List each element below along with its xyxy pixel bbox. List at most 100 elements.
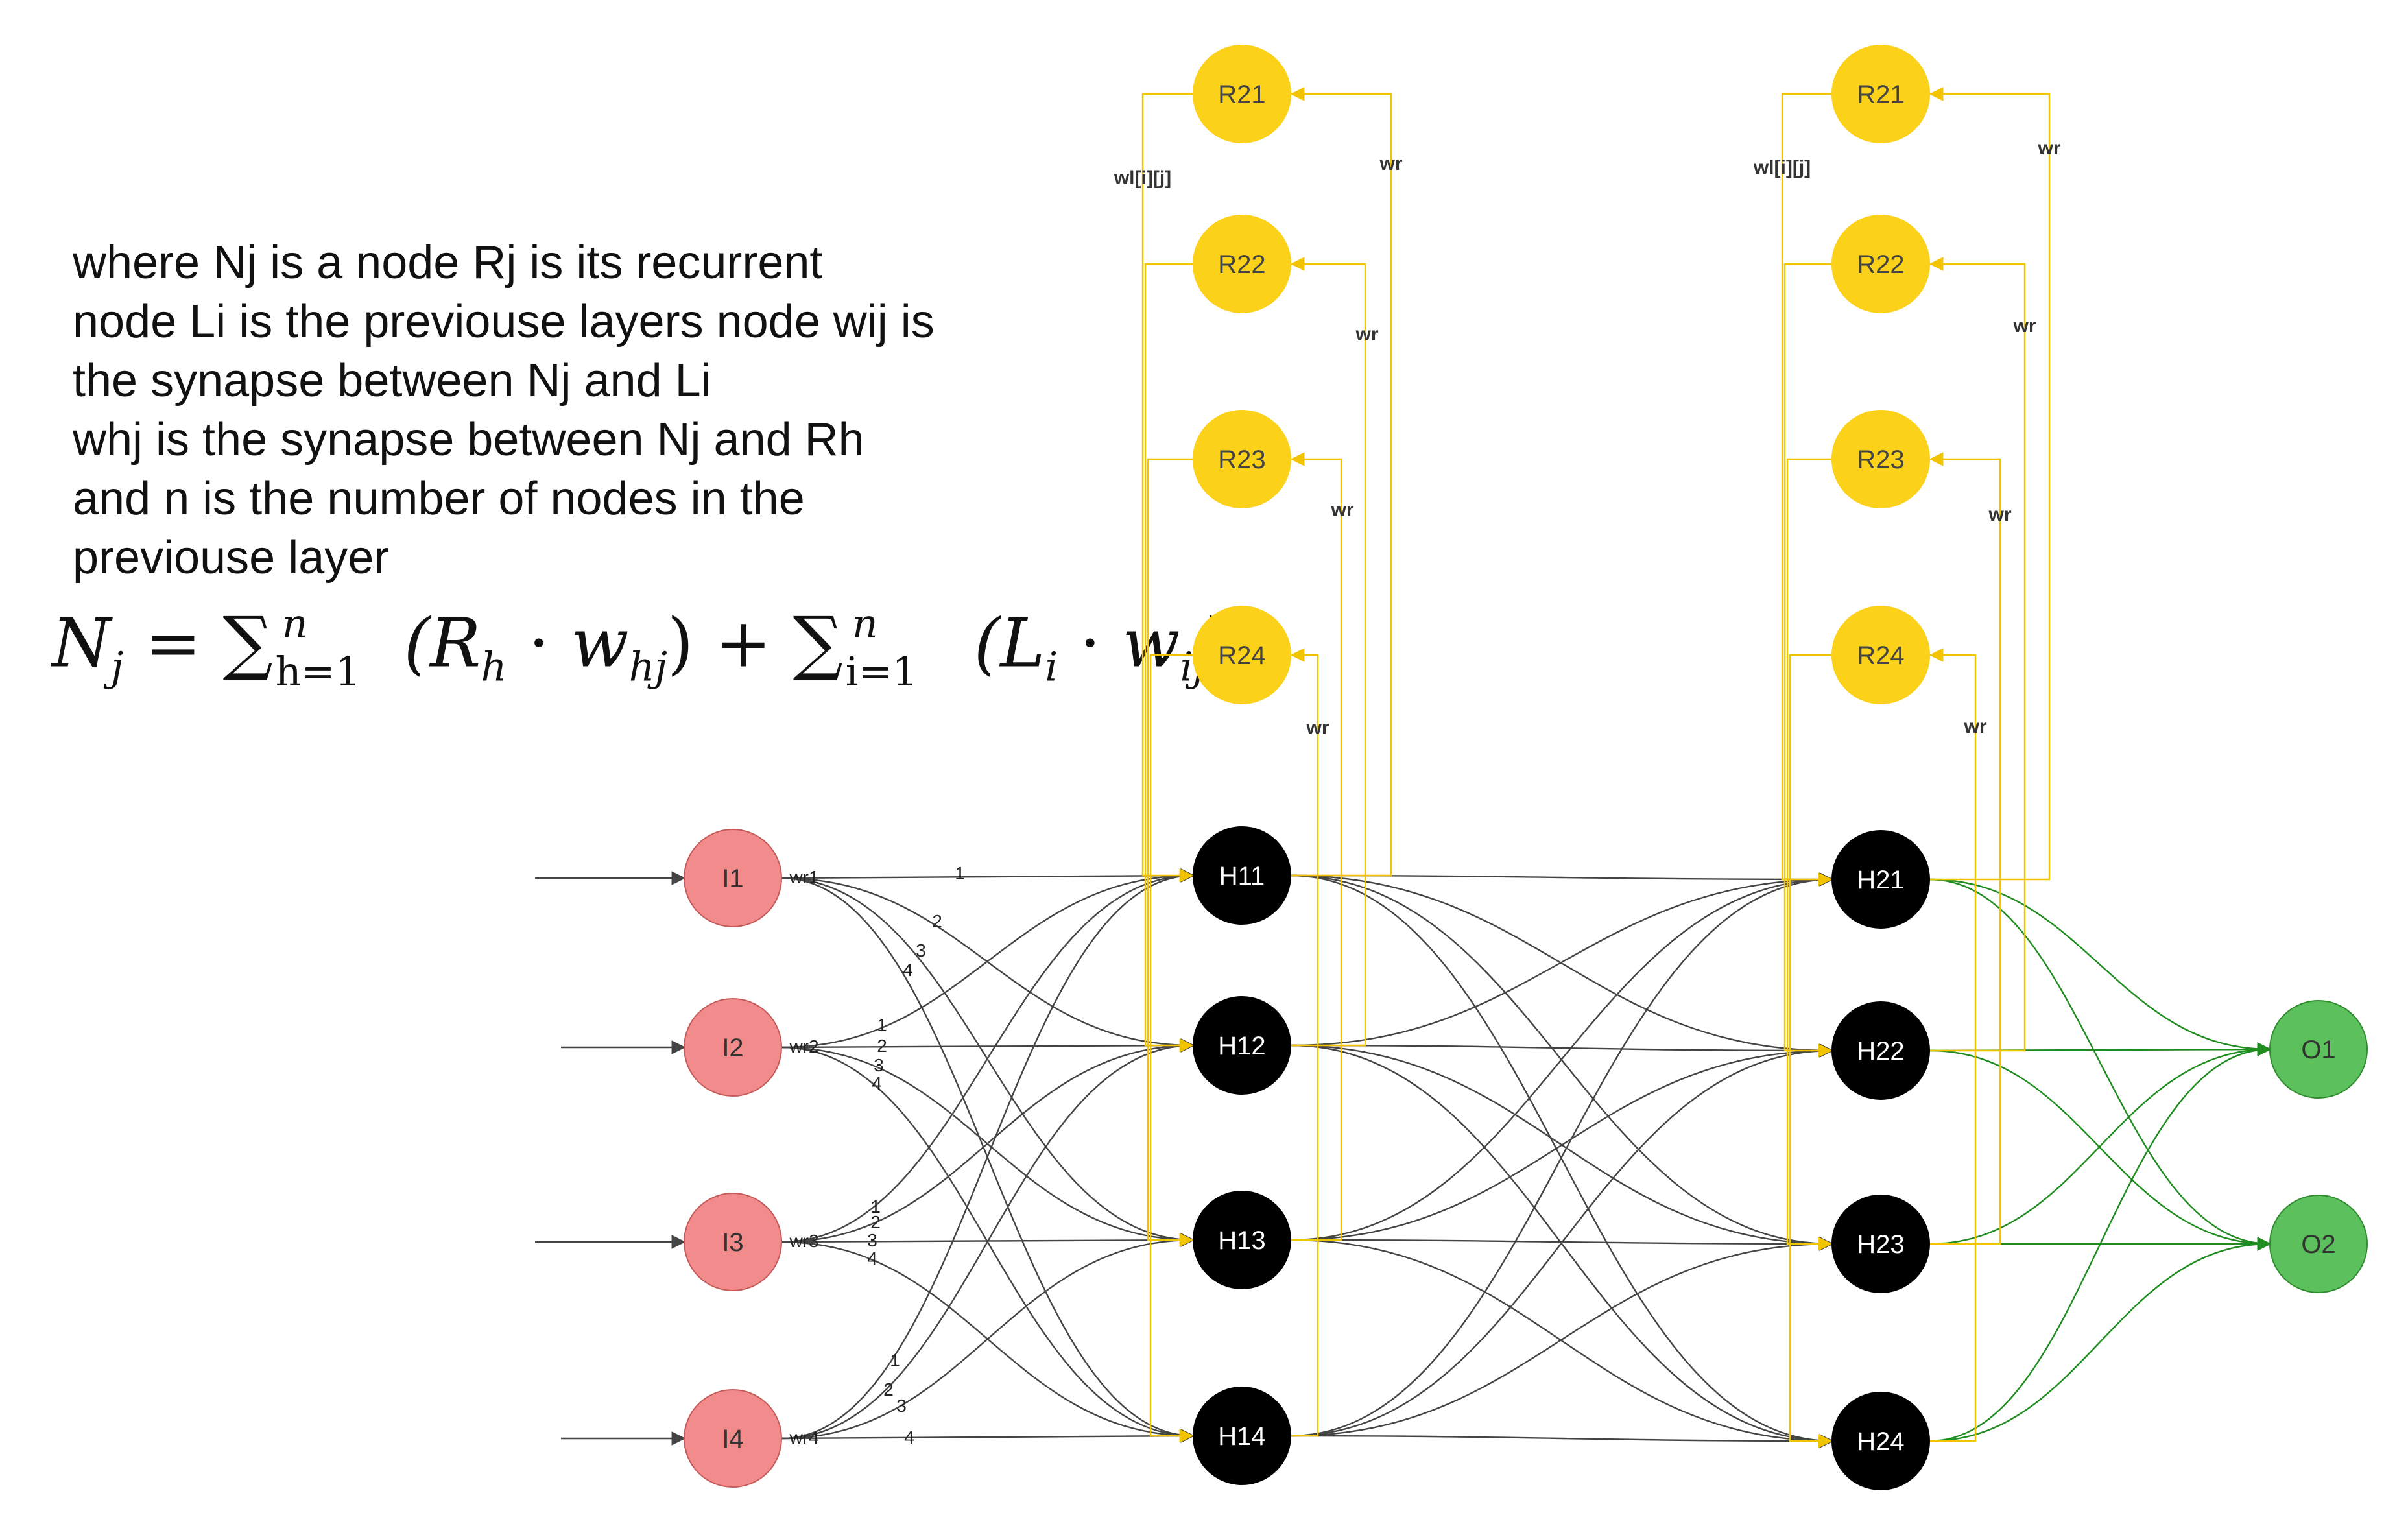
fan-index-label: 3 <box>916 940 926 960</box>
fan-index-label: 2 <box>870 1212 881 1232</box>
description-line: the synapse between Nj and Li <box>73 355 711 407</box>
fan-index-label: 3 <box>896 1396 907 1416</box>
recurrent-node-layer2-r22 <box>1831 215 1930 313</box>
input-node-i3-label: I3 <box>722 1228 743 1257</box>
input-hidden1-edge <box>781 868 1195 1049</box>
formula-dot-1: · <box>528 603 550 683</box>
formula-sum-1-upper: n <box>281 600 308 647</box>
layer2-recurrent-return <box>1789 654 1833 1448</box>
formula-term-1-sub: h <box>481 643 507 691</box>
hidden-node-h23-label: H23 <box>1857 1230 1904 1259</box>
formula-plus: + <box>715 603 772 683</box>
input-weight-label: wr1 <box>789 867 818 887</box>
layer1-recurrent-return <box>1147 458 1194 1247</box>
layer1-recurrent-return <box>1141 93 1194 883</box>
layer2-recurrent-feed <box>1929 648 1977 1442</box>
formula-lhs-sub: j <box>111 643 124 691</box>
input-hidden1-edge <box>781 868 1195 1243</box>
input-node-i3 <box>684 1193 782 1291</box>
hidden2-output-edge <box>1929 1237 2272 1442</box>
layer2-recurrent-return <box>1786 458 1833 1251</box>
hidden1-hidden2-edge <box>1290 1237 1834 1251</box>
recurrent-node-layer2-r23-label: R23 <box>1857 446 1904 474</box>
formula-sum-1-lower: h=1 <box>275 648 361 695</box>
input-weight-label: wr3 <box>789 1231 818 1251</box>
hidden-node-h21 <box>1831 830 1930 929</box>
hidden2-output-edge <box>1929 878 2272 1056</box>
hidden2-output-edge <box>1929 878 2272 1251</box>
input-hidden1-edge <box>781 1233 1195 1440</box>
formula-weight-1-sub: hj <box>628 643 667 691</box>
recurrent-node-layer1-r21-label: R21 <box>1218 80 1265 109</box>
hidden1-hidden2-edge <box>1290 1237 1834 1437</box>
fan-index-label: 1 <box>890 1350 900 1370</box>
description-line: node Li is the previouse layers node wij… <box>73 296 935 348</box>
fan-index-label: 4 <box>903 960 913 980</box>
fan-index-label: 3 <box>874 1055 884 1075</box>
formula-sum-2: ∑ <box>793 602 843 684</box>
hidden-node-h13-label: H13 <box>1218 1226 1265 1255</box>
recurrent-node-layer1-r23-label: R23 <box>1218 446 1265 474</box>
fan-index-label: 4 <box>867 1248 877 1269</box>
edges-layer <box>535 87 2272 1448</box>
input-weight-label: wr2 <box>789 1036 818 1056</box>
formula: Nj = ∑nh=1(Rh · whj) + ∑ni=1(Li · wij) <box>52 600 1232 697</box>
hidden-node-h22 <box>1831 1001 1930 1100</box>
fan-index-label: 2 <box>932 911 942 931</box>
hidden1-hidden2-edge <box>1290 1043 1834 1437</box>
hidden-node-h12-label: H12 <box>1218 1032 1265 1060</box>
hidden1-hidden2-edge <box>1290 1043 1834 1058</box>
fan-index-label: 2 <box>877 1036 887 1056</box>
recurrent-weight-label: wr <box>2012 315 2036 337</box>
formula-lhs: N <box>52 603 111 683</box>
hidden-node-h13 <box>1193 1191 1291 1289</box>
recurrent-node-layer2-r23 <box>1831 410 1930 508</box>
output-node-o1 <box>2269 1000 2368 1099</box>
recurrent-node-layer1-r22-label: R22 <box>1218 250 1265 279</box>
input-node-i1-label: I1 <box>722 864 743 893</box>
fan-index-label: 1 <box>877 1015 887 1035</box>
input-hidden1-edge <box>781 868 1195 1440</box>
input-hidden1-edge <box>781 1038 1195 1243</box>
input-node-i4-label: I4 <box>722 1425 743 1453</box>
layer1-recurrent-feed <box>1290 257 1366 1047</box>
input-weight-label: wr4 <box>789 1427 818 1448</box>
layer2-recurrent-feed <box>1929 452 2001 1245</box>
formula-term-2: (L <box>973 603 1045 683</box>
layer1-recurrent-feed <box>1290 452 1342 1241</box>
layer2-recurrent-feed <box>1929 87 2051 881</box>
formula-close-1: ) <box>667 603 694 683</box>
recurrent-node-layer2-r24-label: R24 <box>1857 641 1904 670</box>
hidden-node-h21-label: H21 <box>1857 866 1904 894</box>
description-line: previouse layer <box>73 532 390 584</box>
recurrent-weight-label: wr <box>1355 324 1378 345</box>
hidden1-hidden2-edge <box>1290 872 1834 1437</box>
recurrent-node-layer2-r21-label: R21 <box>1857 80 1904 109</box>
hidden-node-h23 <box>1831 1195 1930 1293</box>
input-node-i2 <box>684 998 782 1097</box>
input-hidden1-edge <box>781 868 1195 883</box>
nodes-layer: I1I2I3I4H11H12H13H14H21H22H23H24R21R22R2… <box>684 45 2368 1490</box>
description-text: where Nj is a node Rj is its recurrent n… <box>73 233 1045 588</box>
recurrent-node-layer1-r24-label: R24 <box>1218 641 1265 670</box>
formula-dot-2: · <box>1079 603 1101 683</box>
description-line: and n is the number of nodes in the <box>73 473 805 525</box>
hidden2-output-edge <box>1929 1042 2272 1245</box>
formula-sum-2-lower: i=1 <box>845 648 918 695</box>
recurrent-node-layer2-r24 <box>1831 606 1930 704</box>
output-node-o2 <box>2269 1195 2368 1293</box>
hidden-node-h11 <box>1193 826 1291 925</box>
hidden1-hidden2-edge <box>1290 872 1834 1047</box>
recurrent-weight-label: wr <box>2037 137 2060 159</box>
fan-index-label: 4 <box>904 1427 914 1448</box>
fan-index-label: 2 <box>883 1379 894 1400</box>
recurrent-node-layer1-r23 <box>1193 410 1291 508</box>
edge-labels-layer: wr1wr2wr3wr41234123412341234wrwrwrwrwrwr… <box>789 137 2060 1448</box>
layer2-recurrent-feed <box>1929 257 2026 1052</box>
hidden-node-h14 <box>1193 1387 1291 1485</box>
output-node-o1-label: O1 <box>2301 1036 2335 1064</box>
hidden1-hidden2-edge <box>1290 1043 1834 1241</box>
